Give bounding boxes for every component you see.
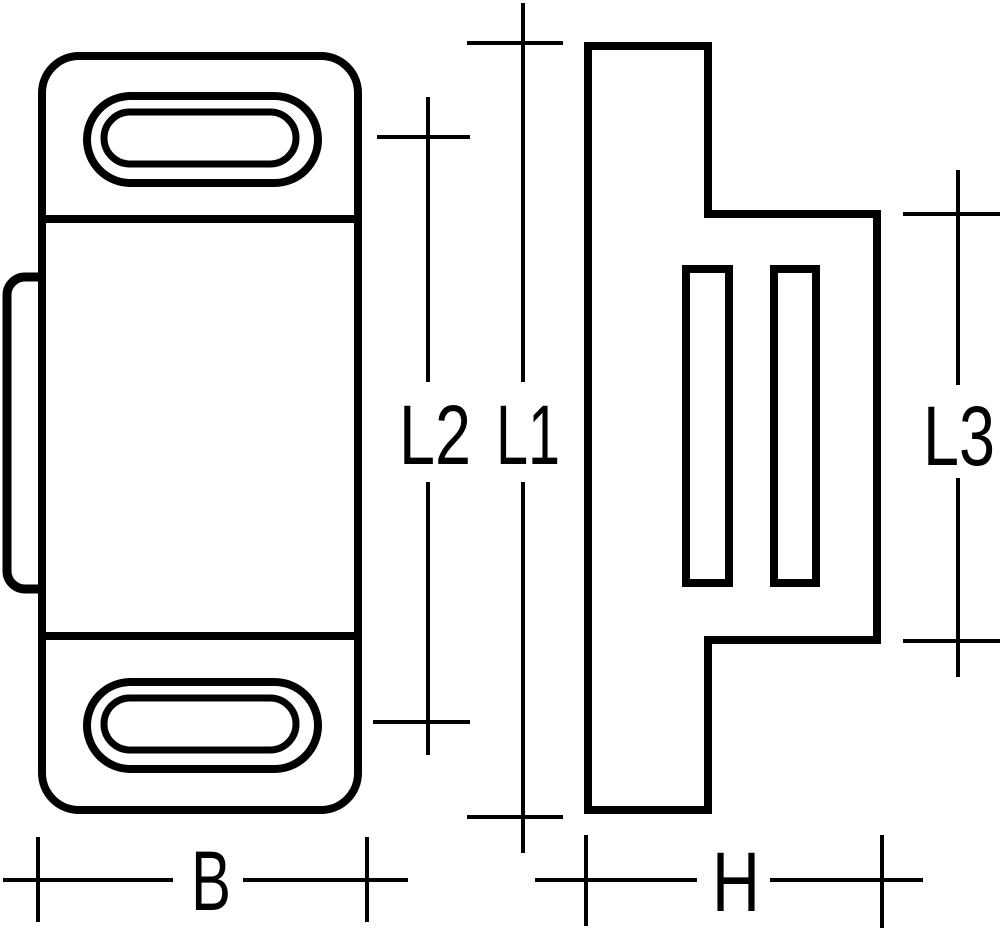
dimension-label-h: H bbox=[712, 835, 760, 928]
front-view-body-outline bbox=[38, 52, 362, 814]
dimension-label-l2: L2 bbox=[399, 388, 471, 482]
magnet-plate-left bbox=[682, 265, 733, 587]
dimension-l2: L2 bbox=[373, 97, 471, 755]
bottom-slot-outer-oval bbox=[83, 678, 322, 773]
front-view bbox=[2, 52, 362, 814]
dimension-b: B bbox=[3, 834, 408, 928]
dimension-l1: L1 bbox=[467, 3, 563, 853]
dimension-label-l1: L1 bbox=[496, 388, 560, 482]
top-slot-inner-oval bbox=[100, 108, 300, 168]
top-slot-outer-oval bbox=[83, 92, 322, 187]
dimension-l3: L3 bbox=[903, 170, 1000, 677]
magnet-plate-right bbox=[770, 265, 820, 587]
dimension-h: H bbox=[535, 835, 923, 928]
side-view bbox=[584, 42, 881, 814]
dimension-label-b: B bbox=[191, 834, 231, 928]
dimension-label-l3: L3 bbox=[923, 389, 995, 483]
bottom-slot-inner-oval bbox=[100, 694, 300, 754]
